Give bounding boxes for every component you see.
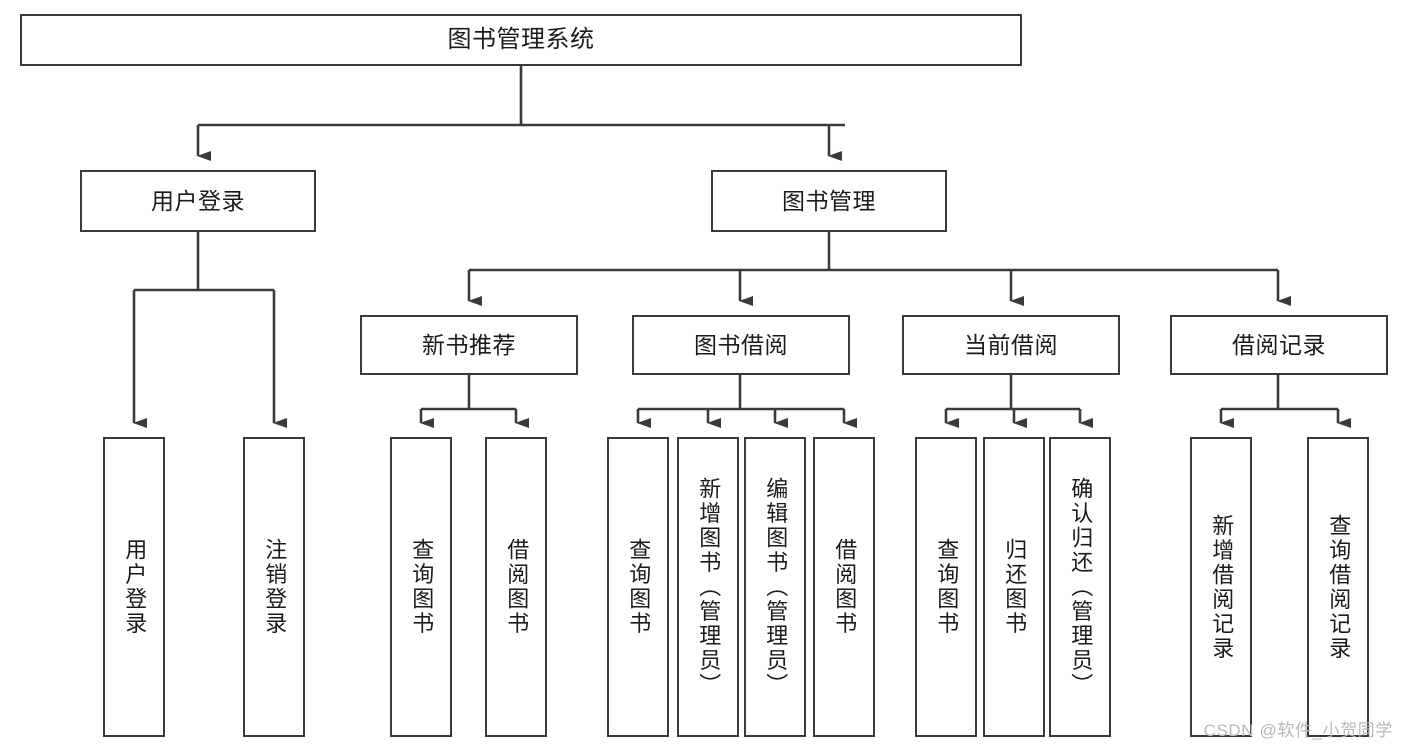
node-book-borrow-label: 图书借阅 xyxy=(694,331,788,358)
leaf-query-book-borrow-label: 查询图书 xyxy=(626,538,652,636)
leaf-logout[interactable]: 注销登录 xyxy=(243,437,305,737)
leaf-return-book[interactable]: 归还图书 xyxy=(983,437,1045,737)
leaf-confirm-return-admin[interactable]: 确认归还（管理员） xyxy=(1049,437,1111,737)
leaf-add-book-admin[interactable]: 新增图书（管理员） xyxy=(677,437,739,737)
node-book-borrow[interactable]: 图书借阅 xyxy=(632,315,850,375)
node-root[interactable]: 图书管理系统 xyxy=(20,14,1022,66)
leaf-query-book-current[interactable]: 查询图书 xyxy=(915,437,977,737)
node-user-login[interactable]: 用户登录 xyxy=(80,170,316,232)
node-user-login-label: 用户登录 xyxy=(151,187,245,214)
node-book-management[interactable]: 图书管理 xyxy=(711,170,947,232)
node-current-borrow[interactable]: 当前借阅 xyxy=(902,315,1120,375)
leaf-edit-book-admin-label: 编辑图书（管理员） xyxy=(763,476,789,698)
leaf-borrow-book-recommend[interactable]: 借阅图书 xyxy=(485,437,547,737)
leaf-add-borrow-record-label: 新增借阅记录 xyxy=(1209,513,1235,661)
leaf-confirm-return-admin-label: 确认归还（管理员） xyxy=(1068,476,1094,698)
node-book-management-label: 图书管理 xyxy=(782,187,876,214)
node-new-book-recommend-label: 新书推荐 xyxy=(422,331,516,358)
leaf-query-borrow-record-label: 查询借阅记录 xyxy=(1326,513,1352,661)
node-borrow-records-label: 借阅记录 xyxy=(1232,331,1326,358)
node-root-label: 图书管理系统 xyxy=(447,26,595,54)
leaf-return-book-label: 归还图书 xyxy=(1002,538,1028,636)
node-current-borrow-label: 当前借阅 xyxy=(964,331,1058,358)
leaf-borrow-book-label: 借阅图书 xyxy=(832,538,858,636)
node-new-book-recommend[interactable]: 新书推荐 xyxy=(360,315,578,375)
leaf-edit-book-admin[interactable]: 编辑图书（管理员） xyxy=(744,437,806,737)
leaf-add-book-admin-label: 新增图书（管理员） xyxy=(696,476,722,698)
leaf-query-book-borrow[interactable]: 查询图书 xyxy=(607,437,669,737)
leaf-query-book-current-label: 查询图书 xyxy=(934,538,960,636)
leaf-borrow-book-recommend-label: 借阅图书 xyxy=(504,538,530,636)
csdn-watermark: CSDN @软件_小贺同学 xyxy=(1203,721,1393,740)
leaf-borrow-book[interactable]: 借阅图书 xyxy=(813,437,875,737)
leaf-add-borrow-record[interactable]: 新增借阅记录 xyxy=(1190,437,1252,737)
leaf-query-borrow-record[interactable]: 查询借阅记录 xyxy=(1307,437,1369,737)
node-borrow-records[interactable]: 借阅记录 xyxy=(1170,315,1388,375)
leaf-logout-label: 注销登录 xyxy=(262,538,288,636)
leaf-user-login[interactable]: 用户登录 xyxy=(103,437,165,737)
leaf-query-book-recommend[interactable]: 查询图书 xyxy=(390,437,452,737)
leaf-query-book-recommend-label: 查询图书 xyxy=(409,538,435,636)
leaf-user-login-label: 用户登录 xyxy=(122,538,148,636)
